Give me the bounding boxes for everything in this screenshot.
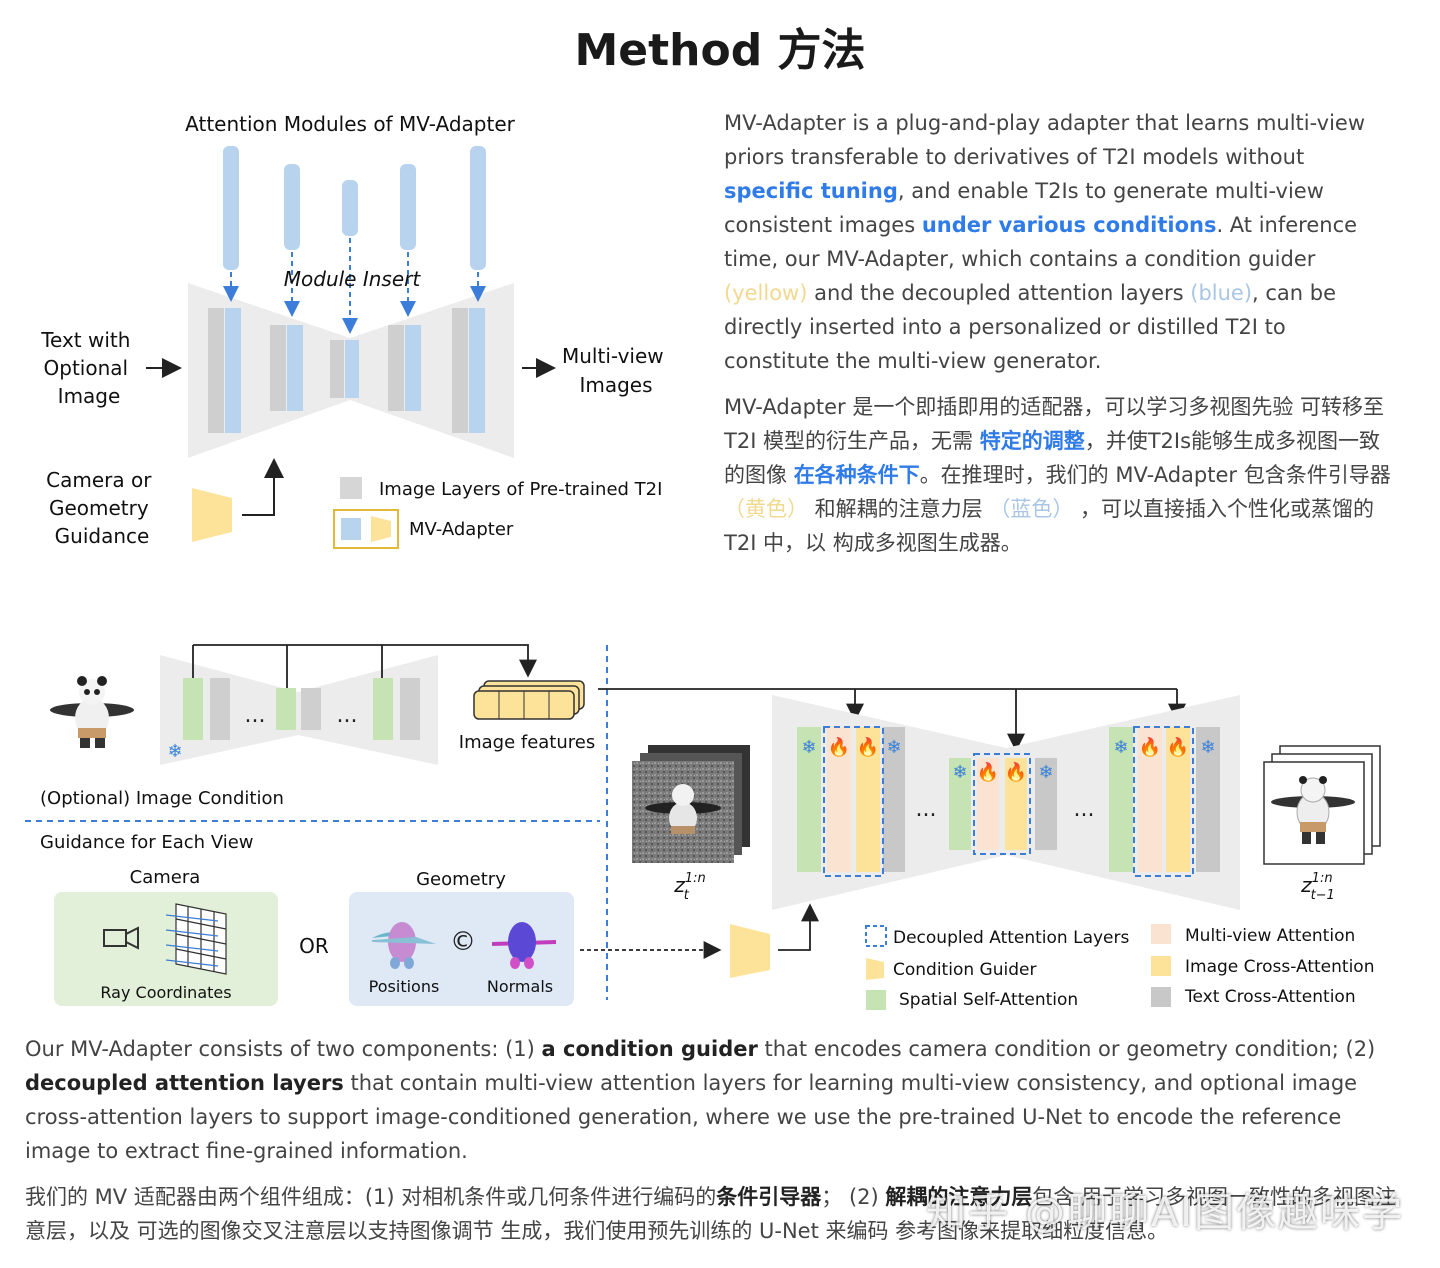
or-label: OR — [299, 934, 329, 958]
unet-layers — [208, 308, 485, 433]
dots-2: ... — [337, 703, 358, 728]
attention-module-4 — [400, 164, 416, 250]
condition-guider-shape — [192, 488, 232, 542]
positions-label: Positions — [369, 977, 440, 996]
svg-text:Decoupled Attention Layers: Decoupled Attention Layers — [893, 928, 1129, 948]
camera-guidance-label: Camera or Geometry Guidance — [46, 468, 158, 548]
svg-text:Multi-view Attention: Multi-view Attention — [1185, 926, 1355, 946]
geometry-label: Geometry — [416, 869, 506, 890]
positions-figure — [372, 922, 436, 969]
fig1-header: Attention Modules of MV-Adapter — [185, 112, 515, 136]
attention-module-2 — [284, 164, 300, 250]
svg-text:❄: ❄ — [801, 737, 816, 758]
dots-3: ... — [916, 797, 937, 822]
panda-reference-image — [50, 676, 134, 748]
geometry-panel — [349, 892, 574, 1006]
normals-figure — [492, 922, 556, 969]
freeze-train-icons: ❄ 🔥 🔥 ❄ ❄ 🔥 🔥 ❄ ❄ 🔥 🔥 ❄ — [801, 736, 1215, 783]
condition-guider-block — [730, 924, 770, 978]
svg-text:❄: ❄ — [952, 762, 967, 783]
noisy-latent-stack — [632, 745, 750, 863]
legend-pretrained-swatch — [340, 477, 362, 499]
camera-label: Camera — [130, 867, 201, 888]
svg-text:Spatial Self-Attention: Spatial Self-Attention — [899, 990, 1078, 1010]
image-features-label: Image features — [459, 732, 595, 753]
attention-module-1 — [223, 146, 239, 270]
description-english: MV-Adapter is a plug-and-play adapter th… — [724, 111, 1365, 373]
summary-chinese: 我们的 MV 适配器由两个组件组成：(1) 对相机条件或几何条件进行编码的条件引… — [25, 1185, 1397, 1243]
concat-icon: © — [450, 927, 476, 957]
legend-adapter-box — [333, 509, 399, 549]
svg-text:Condition Guider: Condition Guider — [893, 960, 1036, 980]
watermark: 知乎 @聊聊AI图像趣味学 — [926, 1190, 1404, 1236]
summary-english: Our MV-Adapter consists of two component… — [25, 1037, 1376, 1163]
svg-text:❄: ❄ — [1113, 737, 1128, 758]
guidance-each-view-label: Guidance for Each View — [40, 832, 254, 853]
input-label: Text with Optional Image — [40, 328, 137, 408]
snowflake-icon: ❄ — [167, 741, 182, 762]
legend-adapter-label: MV-Adapter — [409, 519, 514, 540]
svg-text:🔥: 🔥 — [828, 736, 850, 758]
main-unet-layers — [797, 726, 1220, 877]
description-chinese: MV-Adapter 是一个即插即用的适配器，可以学习多视图先验 可转移至 T2… — [724, 395, 1391, 555]
ray-coordinates-label: Ray Coordinates — [100, 983, 231, 1002]
output-label: Multi-view Images — [562, 344, 670, 397]
attention-module-3 — [342, 180, 358, 236]
dots-4: ... — [1074, 797, 1095, 822]
dots-1: ... — [245, 703, 266, 728]
optional-image-condition-label: (Optional) Image Condition — [40, 788, 284, 809]
legend-pretrained-label: Image Layers of Pre-trained T2I — [379, 479, 662, 500]
normals-label: Normals — [487, 977, 553, 996]
fig2-legend: Decoupled Attention Layers Condition Gui… — [865, 924, 1374, 1010]
svg-text:❄: ❄ — [1200, 737, 1215, 758]
attention-module-5 — [470, 146, 486, 270]
ray-grid-icon — [165, 903, 227, 975]
module-insert-label: Module Insert — [284, 267, 422, 291]
figure-detailed-pipeline: ... ... ❄ Image features (Optional) Imag… — [25, 644, 1381, 1010]
svg-text:🔥: 🔥 — [857, 736, 879, 758]
svg-text:🔥: 🔥 — [1005, 761, 1027, 783]
image-features-icon — [473, 680, 585, 720]
page-title: Method 方法 — [574, 25, 866, 76]
svg-text:Image Cross-Attention: Image Cross-Attention — [1185, 957, 1374, 977]
svg-text:❄: ❄ — [886, 737, 901, 758]
svg-text:🔥: 🔥 — [1167, 736, 1189, 758]
output-view-stack — [1263, 745, 1381, 865]
svg-text:❄: ❄ — [1038, 762, 1053, 783]
camera-icon — [103, 926, 139, 950]
svg-text:🔥: 🔥 — [977, 761, 999, 783]
svg-text:🔥: 🔥 — [1139, 736, 1161, 758]
figure-architecture-overview: Attention Modules of MV-Adapter Module I… — [40, 112, 670, 549]
svg-text:Text Cross-Attention: Text Cross-Attention — [1184, 987, 1356, 1007]
